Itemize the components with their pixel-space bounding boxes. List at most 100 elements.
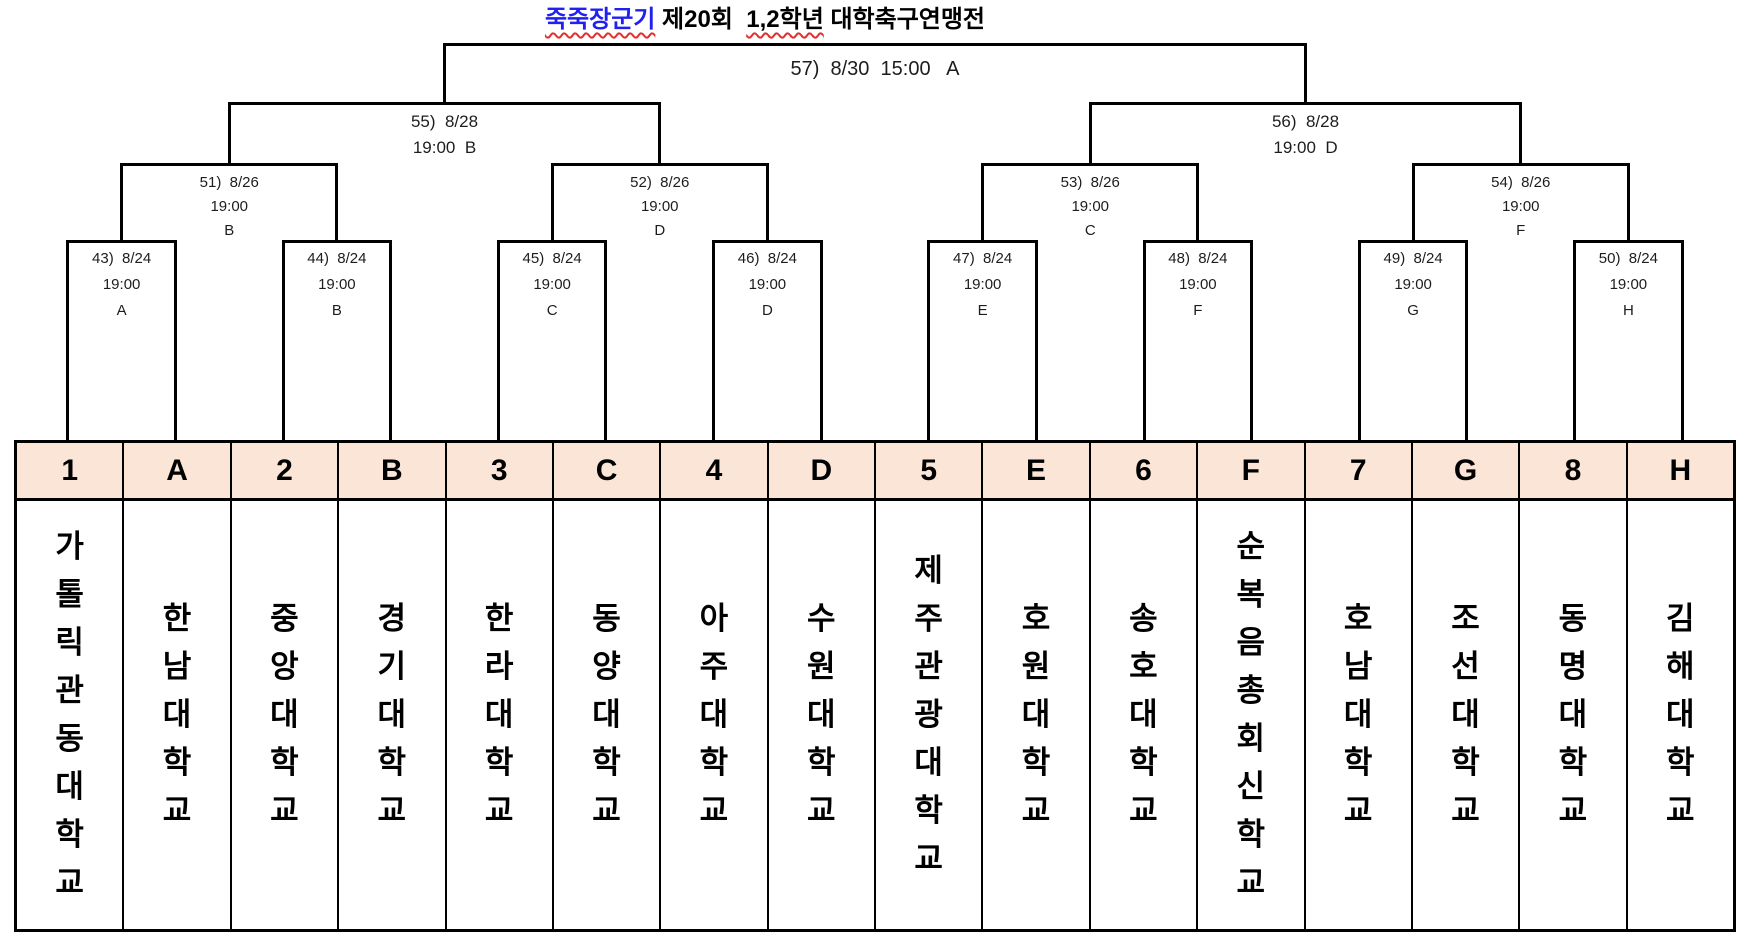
team-char: 대 (162, 697, 192, 732)
match-label-line: D (761, 302, 773, 319)
team-char: 학 (377, 745, 407, 780)
seed-header-1: 1 (17, 443, 125, 498)
team-char: 원 (807, 649, 836, 684)
team-char: 관 (914, 649, 943, 684)
match-label-line: 55) 8/28 (410, 112, 479, 131)
team-char: 학 (592, 745, 621, 780)
team-char: 대 (699, 697, 729, 732)
match-label-line: G (1407, 302, 1419, 319)
bracket-vline (604, 239, 608, 442)
team-char: 양 (592, 649, 621, 684)
team-char: 호 (1021, 601, 1051, 636)
bracket-vline (712, 239, 716, 442)
match-label-line: 19:00 (318, 276, 356, 293)
match-label-line: 19:00 (102, 276, 141, 293)
bracket-vline (335, 162, 339, 243)
team-char: 한 (162, 601, 192, 636)
title-brand: 죽죽장군기 (544, 6, 656, 33)
bracket-vline (496, 239, 500, 442)
team-char: 대 (1666, 697, 1695, 732)
match-label-line: 19:00 (1394, 276, 1432, 293)
team-char: 김 (1666, 601, 1695, 636)
team-char: 음 (1236, 625, 1266, 660)
team-char: 대 (55, 769, 84, 804)
team-char: 대 (377, 697, 407, 732)
match-label-line: 19:00 (640, 198, 679, 215)
match-label-line: 48) 8/24 (1168, 250, 1228, 267)
team-char: 회 (1236, 721, 1266, 756)
team-char: 교 (484, 793, 514, 828)
team-char: 교 (270, 793, 299, 828)
team-char: 수 (807, 601, 836, 636)
seed-header-B: B (339, 443, 447, 498)
team-char: 조 (1451, 601, 1480, 636)
bracket-vline (1465, 239, 1469, 442)
bracket-vline (1304, 42, 1307, 105)
team-char: 호 (1343, 601, 1373, 636)
seed-header-G: G (1413, 443, 1521, 498)
team-char: 대 (1451, 697, 1480, 732)
match-label-line: 45) 8/24 (522, 250, 582, 267)
team-char: 학 (55, 817, 84, 852)
bracket-vline (281, 239, 285, 442)
team-char: 중 (270, 601, 299, 636)
match-label-line: 19:00 B (412, 138, 477, 157)
bracket-vline (1088, 101, 1092, 166)
team-char: 복 (1236, 577, 1266, 612)
title-grade: 1,2학년 (746, 6, 824, 33)
match-label-line: 54) 8/26 (1491, 174, 1551, 191)
seed-header-8: 8 (1520, 443, 1628, 498)
team-char: 교 (162, 793, 192, 828)
match-label-line: B (224, 222, 235, 239)
team-char: 릭 (55, 625, 84, 660)
bracket-vline (389, 239, 393, 442)
team-char: 학 (1558, 745, 1588, 780)
seed-header-4: 4 (661, 443, 769, 498)
match-label-line: 19:00 (1501, 198, 1540, 215)
bracket-vline (1196, 162, 1200, 243)
team-char: 광 (914, 697, 943, 732)
seed-header-7: 7 (1306, 443, 1413, 498)
team-char: 신 (1236, 769, 1266, 804)
team-char: 남 (162, 649, 192, 684)
seed-header-C: C (554, 443, 662, 498)
match-label-line: B (331, 302, 342, 319)
bracket-vline (1250, 239, 1254, 442)
team-char: 해 (1666, 649, 1695, 684)
team-char: 기 (377, 649, 407, 684)
bracket-vline (227, 101, 231, 166)
seed-header-F: F (1198, 443, 1306, 498)
bracket-vline (658, 101, 662, 166)
match-57-label: 57) 8/30 15:00 A (745, 56, 1005, 82)
bracket-vline (443, 42, 446, 105)
team-char: 교 (807, 793, 836, 828)
seed-header-D: D (769, 443, 876, 498)
bracket-vline (1519, 101, 1523, 166)
bracket-vline (1573, 239, 1577, 442)
team-char: 대 (807, 697, 836, 732)
match-label-line: 52) 8/26 (630, 174, 690, 191)
title-competition: 대학축구연맹전 (830, 6, 986, 33)
team-char: 제 (914, 553, 943, 588)
team-char: 관 (55, 673, 84, 708)
team-char: 교 (699, 793, 729, 828)
bracket-vline (1626, 162, 1630, 243)
